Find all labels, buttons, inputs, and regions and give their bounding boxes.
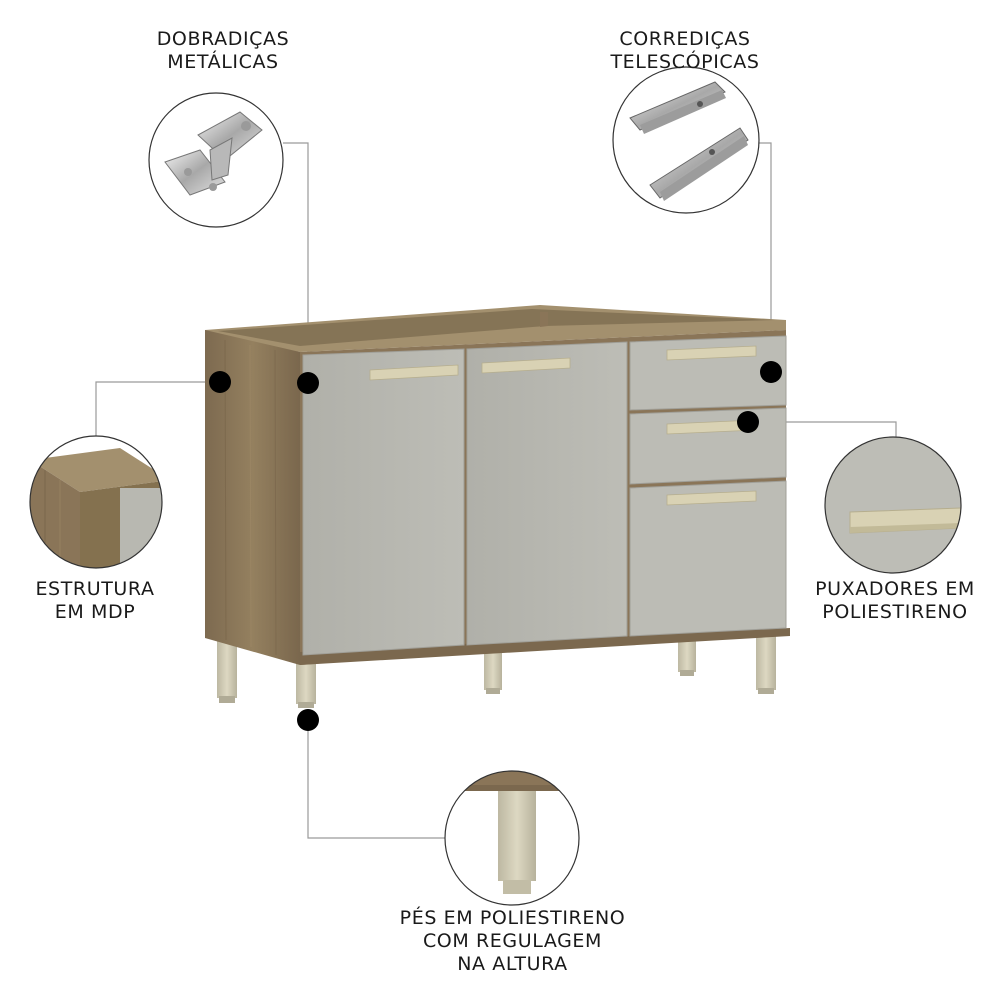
structure-label-line-1: ESTRUTURA — [35, 578, 155, 600]
hinge-icon — [164, 111, 263, 196]
structure-label-line-2: EM MDP — [54, 601, 136, 623]
handle-inset — [824, 436, 962, 574]
callout-dots — [209, 361, 782, 731]
handle-icon — [825, 437, 961, 573]
structure-dot — [209, 371, 231, 393]
cabinet-side-panel — [205, 330, 300, 665]
handles-label-line-2: POLIESTIRENO — [822, 601, 968, 623]
hinges-label: DOBRADIÇAS METÁLICAS — [128, 28, 318, 74]
hinge-dot — [297, 372, 319, 394]
left-door — [302, 348, 465, 656]
kitchen-cabinet — [205, 305, 790, 708]
slide-dot — [760, 361, 782, 383]
cabinet-feet — [217, 636, 776, 708]
structure-inset — [29, 435, 163, 569]
handle-dot — [737, 411, 759, 433]
structure-leader — [95, 381, 220, 436]
feet-label: PÉS EM POLIESTIRENO COM REGULAGEM NA ALT… — [375, 907, 650, 976]
cabinet-handles — [369, 345, 757, 506]
slide-inset — [612, 66, 760, 214]
hinges-label-line-2: METÁLICAS — [167, 51, 279, 73]
feet-label-line-1: PÉS EM POLIESTIRENO — [399, 907, 626, 929]
feet-label-line-2: COM REGULAGEM — [422, 930, 603, 952]
foot-dot — [297, 709, 319, 731]
handles-label-line-1: PUXADORES EM — [815, 578, 975, 600]
cabinet-base — [300, 628, 790, 665]
handle-leader — [748, 421, 897, 437]
feet-label-line-3: NA ALTURA — [457, 953, 568, 975]
hinges-label-line-1: DOBRADIÇAS — [156, 28, 290, 50]
slides-label-line-1: CORREDIÇAS — [619, 28, 751, 50]
hinge-leader — [283, 142, 309, 383]
structure-label: ESTRUTURA EM MDP — [10, 578, 180, 624]
right-door — [466, 341, 628, 646]
bottom-drawer — [629, 480, 787, 637]
drawer-slide-icon — [629, 81, 749, 201]
slides-label: CORREDIÇAS TELESCÓPICAS — [580, 28, 790, 74]
foot-leader — [307, 720, 445, 839]
hinge-inset — [148, 92, 284, 228]
foot-inset — [444, 770, 580, 906]
handles-label: PUXADORES EM POLIESTIRENO — [800, 578, 990, 624]
slides-label-line-2: TELESCÓPICAS — [610, 51, 760, 73]
middle-drawer — [629, 407, 787, 485]
